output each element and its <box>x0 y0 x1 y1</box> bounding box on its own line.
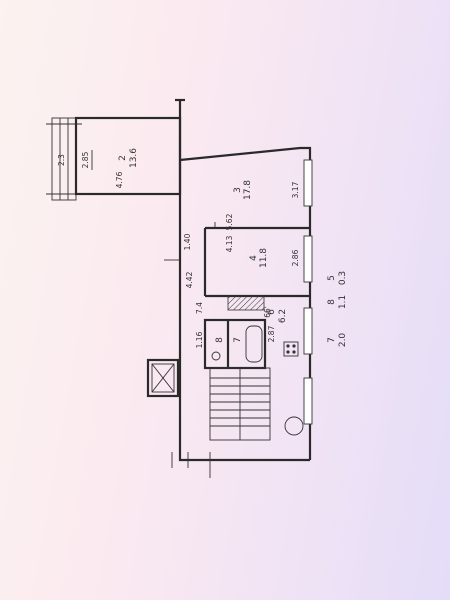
dim-kitchen-length: 2.87 <box>267 325 276 342</box>
dim-room3-depth: 3.17 <box>291 181 300 198</box>
dim-corridor-width: 1.40 <box>183 233 192 250</box>
room-4-number: 4 <box>249 255 259 261</box>
room-6-area: 6.2 <box>278 309 288 323</box>
dim-room6-note: 66' <box>263 306 272 318</box>
room-2-area: 13.6 <box>129 148 139 168</box>
bathroom-block <box>203 318 267 370</box>
bath-8-number: 8 <box>215 337 225 343</box>
room-7-number: 7 <box>327 337 337 343</box>
room-3-area: 17.8 <box>243 180 253 200</box>
room-3-number: 3 <box>233 187 243 193</box>
dim-balcony-width: 2.3 <box>57 154 66 166</box>
stove-icon <box>283 341 299 357</box>
room-8-area: 1.1 <box>338 295 348 309</box>
room-4-area: 11.8 <box>259 248 269 268</box>
door-marks <box>164 259 211 478</box>
room-2-number: 2 <box>118 155 128 161</box>
built-in-closet <box>227 295 265 311</box>
dim-hall-width: 1.16 <box>195 331 204 348</box>
room-5-area: 0.3 <box>338 271 348 285</box>
dim-corridor-length: 4.42 <box>185 271 194 288</box>
round-column <box>284 416 304 436</box>
exterior-walls <box>175 98 312 462</box>
bath-7-number: 7 <box>233 337 243 343</box>
room-6-number: 6 <box>267 309 277 315</box>
dim-room4-depth: 2.86 <box>291 249 300 266</box>
room-3 <box>205 222 310 230</box>
dim-balcony-depth: 2.85 <box>81 151 90 168</box>
dim-room4-length: 4.13 <box>225 235 234 252</box>
elevator-shaft <box>146 358 180 398</box>
windows <box>303 159 313 425</box>
room-2 <box>74 116 182 196</box>
room-7-area: 2.0 <box>338 333 348 348</box>
room-8-number: 8 <box>327 299 337 305</box>
room-5-number: 5 <box>327 275 337 281</box>
dim-hall-length: 7.4 <box>195 302 204 314</box>
dim-room3-length: 5.62 <box>225 213 234 230</box>
staircase <box>209 367 271 441</box>
dim-room2-length: 4.76 <box>115 171 124 188</box>
